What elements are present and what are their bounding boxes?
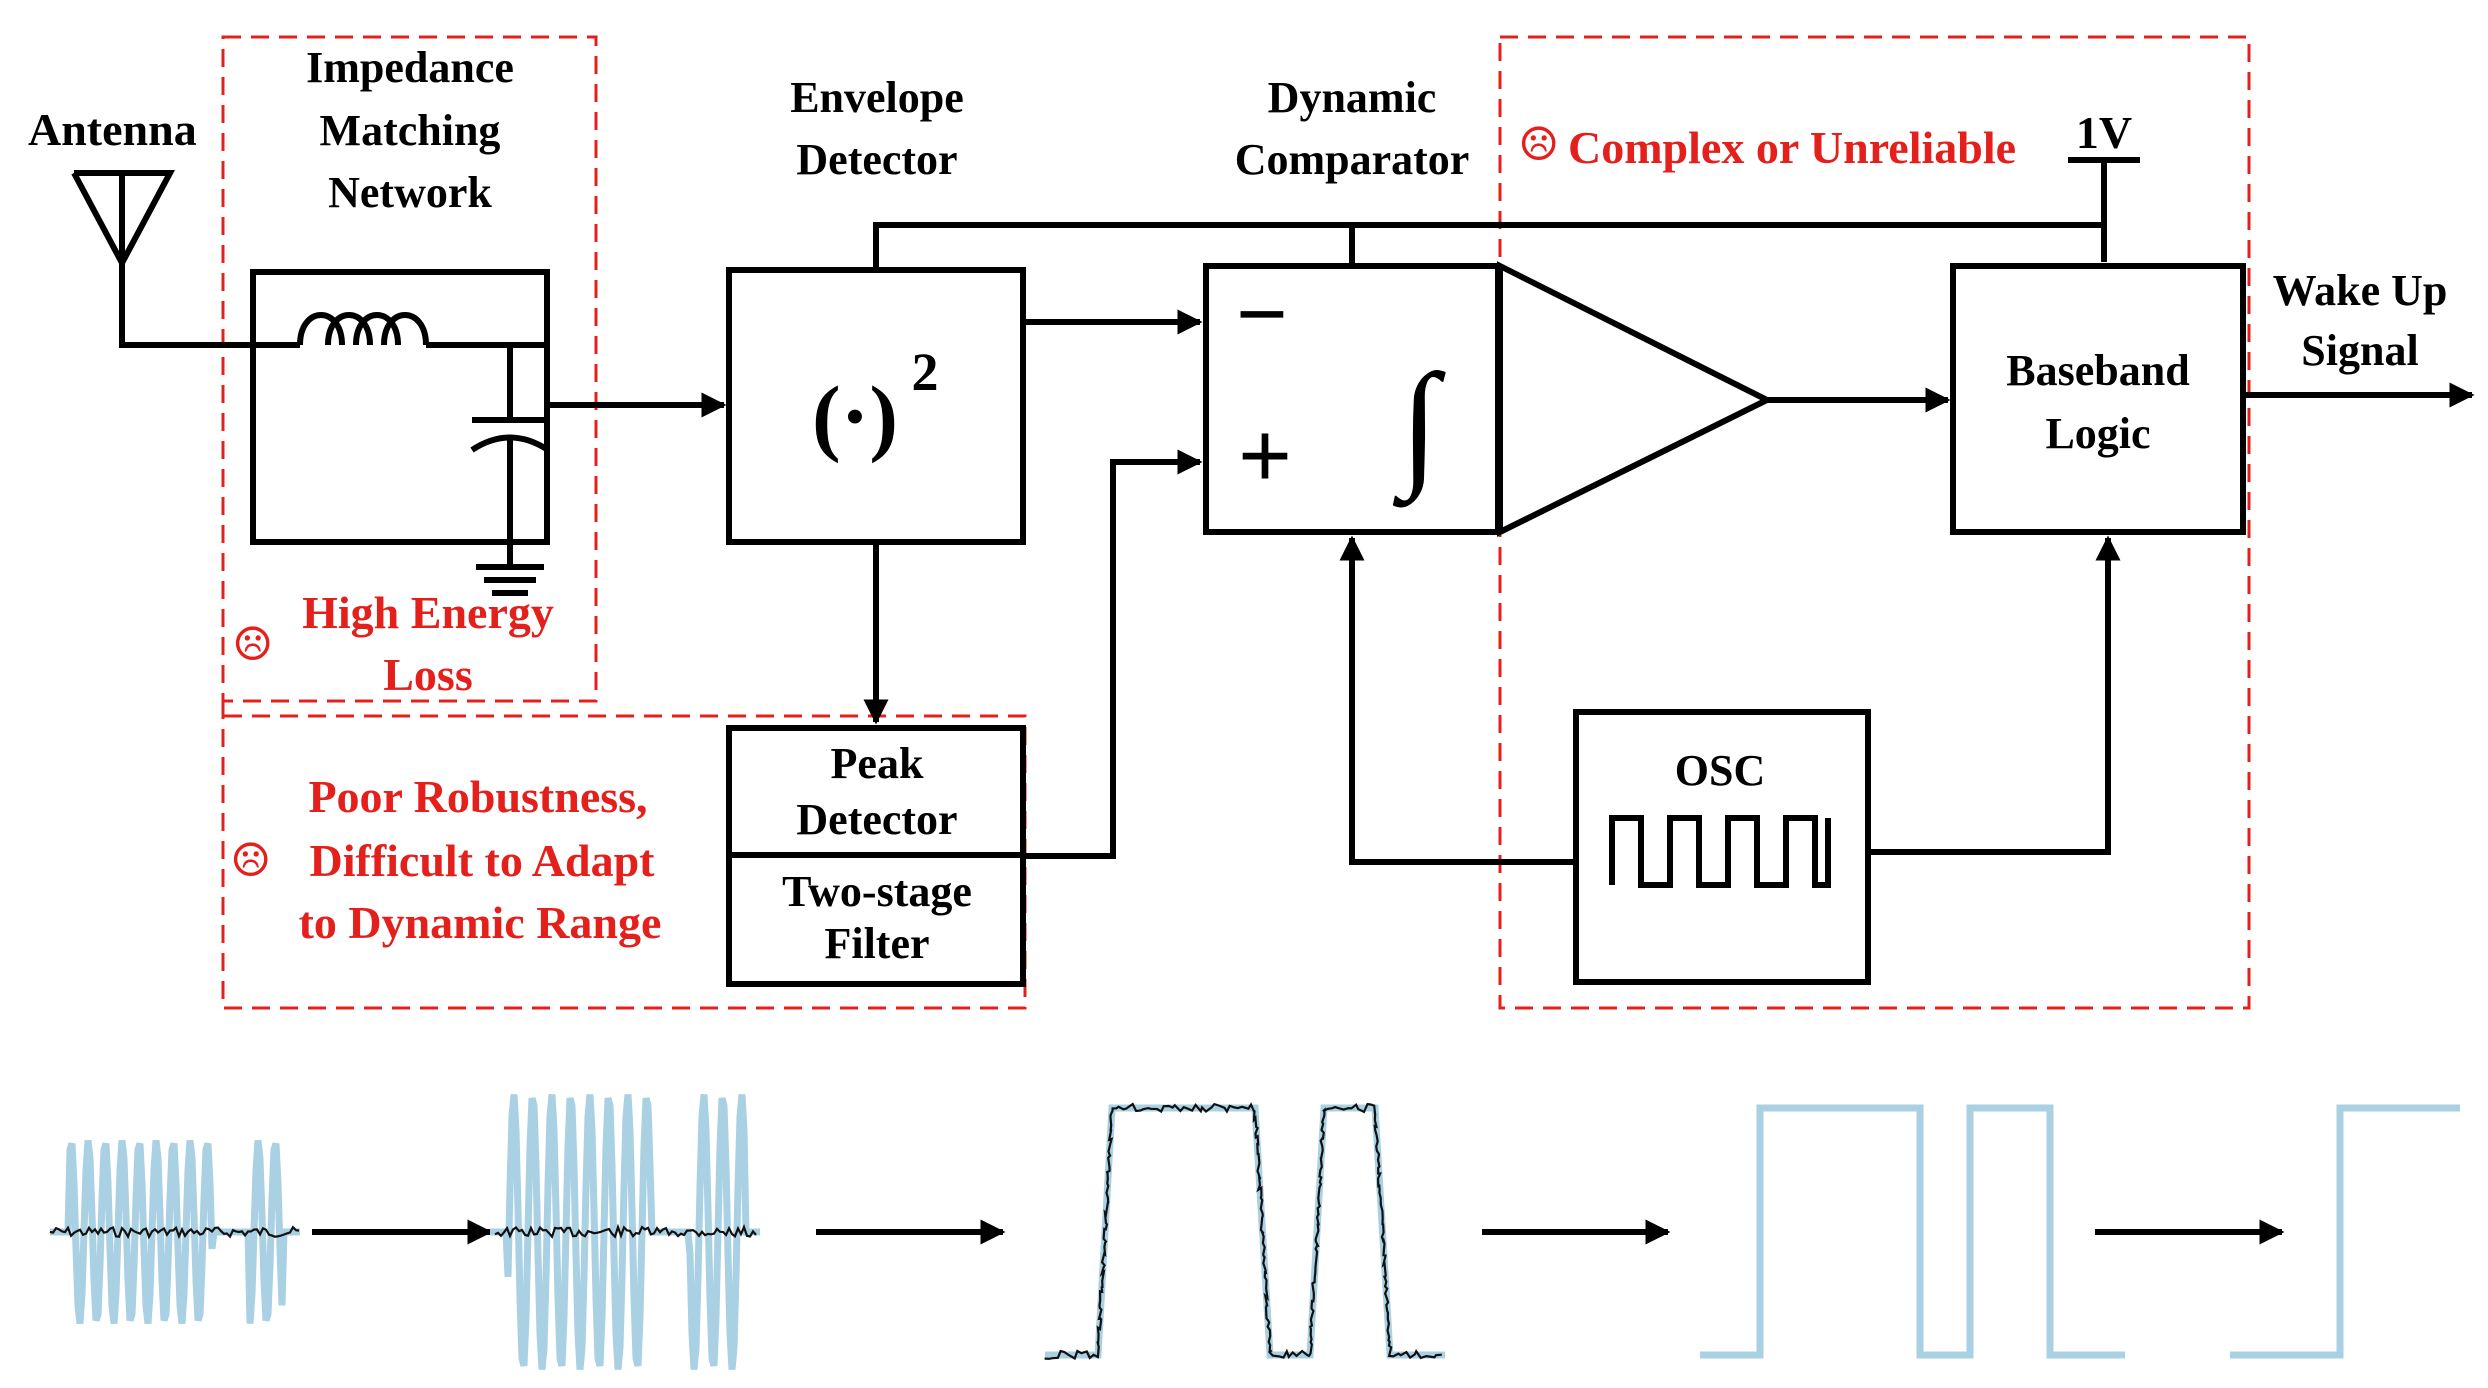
vdd-label: 1V xyxy=(2076,107,2132,158)
supply-rail xyxy=(873,222,2104,270)
filter-label-line2: Filter xyxy=(824,919,929,968)
impedance-label-line3: Network xyxy=(328,168,492,217)
integrator-box xyxy=(1203,263,1501,535)
complex-warning-label: Complex or Unreliable xyxy=(1568,122,2016,173)
minus-sign: − xyxy=(1236,263,1288,365)
osc-label: OSC xyxy=(1675,746,1765,795)
peak-label-line2: Detector xyxy=(796,795,957,844)
envelope-label-line2: Detector xyxy=(796,135,957,184)
sad-face-icon-robust: ☹ xyxy=(230,835,271,886)
envelope-waveform-noisy xyxy=(1044,1102,1442,1361)
digital-data-waveform xyxy=(1700,1104,2125,1359)
matched-rf-waveform xyxy=(490,1094,760,1370)
rf-input-noise-baseline xyxy=(49,1225,300,1240)
envelope-detector-box xyxy=(726,267,1026,545)
impedance-label-line2: Matching xyxy=(320,106,501,155)
peak-label-line1: Peak xyxy=(831,739,924,788)
osc-to-comparator-arrow xyxy=(1339,535,1576,865)
robust-warning-line3: to Dynamic Range xyxy=(299,897,662,948)
integral-symbol: ∫ xyxy=(1393,346,1446,508)
filter-label-line1: Two-stage xyxy=(782,867,972,916)
envelope-label-line1: Envelope xyxy=(790,73,964,122)
oscillator-box xyxy=(1573,709,1871,985)
matched-rf-noise-baseline xyxy=(494,1223,757,1239)
comparator-label-line1: Dynamic xyxy=(1268,73,1437,122)
antenna-label: Antenna xyxy=(28,104,197,155)
baseband-label-line1: Baseband xyxy=(2006,346,2189,395)
clock-wave-icon xyxy=(1609,815,1831,888)
ground-icon xyxy=(476,564,544,596)
inductor-icon xyxy=(253,312,547,348)
energy-warning-line1: High Energy xyxy=(302,587,554,638)
baseband-logic-box xyxy=(1950,263,2246,535)
matching-network-box xyxy=(250,269,550,545)
waveform-strip xyxy=(49,1094,2460,1370)
wake-up-label-line1: Wake Up xyxy=(2273,266,2448,315)
wake-up-step-waveform xyxy=(2230,1104,2460,1359)
comparator-label-line2: Comparator xyxy=(1235,135,1470,184)
sad-face-icon-energy: ☹ xyxy=(232,619,273,670)
square-operator: (·) xyxy=(812,368,898,464)
plus-sign: + xyxy=(1238,402,1293,509)
robust-warning-line1: Poor Robustness, xyxy=(308,771,647,822)
antenna-icon xyxy=(71,170,250,348)
capacitor-icon xyxy=(470,345,550,565)
baseband-label-line2: Logic xyxy=(2045,409,2150,458)
sad-face-icon-complex: ☹ xyxy=(1518,119,1559,170)
robust-warning-line2: Difficult to Adapt xyxy=(310,835,656,886)
energy-warning-line2: Loss xyxy=(383,649,472,700)
osc-to-baseband-arrow xyxy=(1868,535,2121,855)
comparator-triangle-icon xyxy=(1497,261,1774,537)
rf-input-waveform xyxy=(50,1140,300,1324)
impedance-label-line1: Impedance xyxy=(306,43,514,92)
square-exponent: 2 xyxy=(912,342,939,402)
wake-up-label-line2: Signal xyxy=(2301,326,2418,375)
impedance-problem-region xyxy=(221,35,598,703)
filter-to-plus-arrow xyxy=(1023,449,1203,859)
robustness-problem-region xyxy=(221,701,1027,1010)
